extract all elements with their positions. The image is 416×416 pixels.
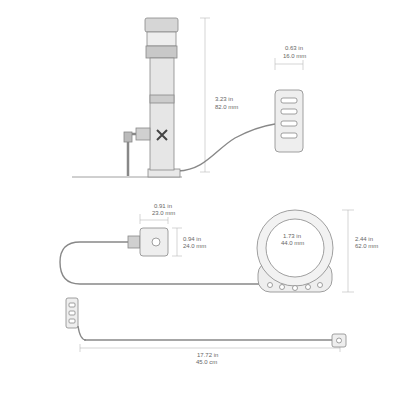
dimension-label: 24.0 mm [182, 243, 207, 250]
dimension-label: 1.73 in [282, 233, 302, 240]
ring-mount-unit [60, 210, 333, 292]
dimension-lines [80, 18, 354, 352]
dimension-label: 2.44 in [354, 236, 374, 243]
dimension-label: 0.94 in [182, 236, 202, 243]
dimension-label: 0.91 in [153, 203, 173, 210]
switch-unit [72, 18, 303, 177]
dimension-label: 82.0 mm [214, 104, 239, 111]
dimension-label: 0.63 in [284, 45, 304, 52]
dimension-label: 45.0 cm [195, 359, 218, 366]
dimension-label: 16.0 mm [282, 53, 307, 60]
cable-unit [66, 298, 346, 347]
dimension-label: 62.0 mm [354, 243, 379, 250]
dimension-label: 23.0 mm [151, 210, 176, 217]
dimension-label: 17.72 in [196, 352, 219, 359]
dimension-label: 3.23 in [214, 96, 234, 103]
dimension-label: 44.0 mm [280, 240, 305, 247]
